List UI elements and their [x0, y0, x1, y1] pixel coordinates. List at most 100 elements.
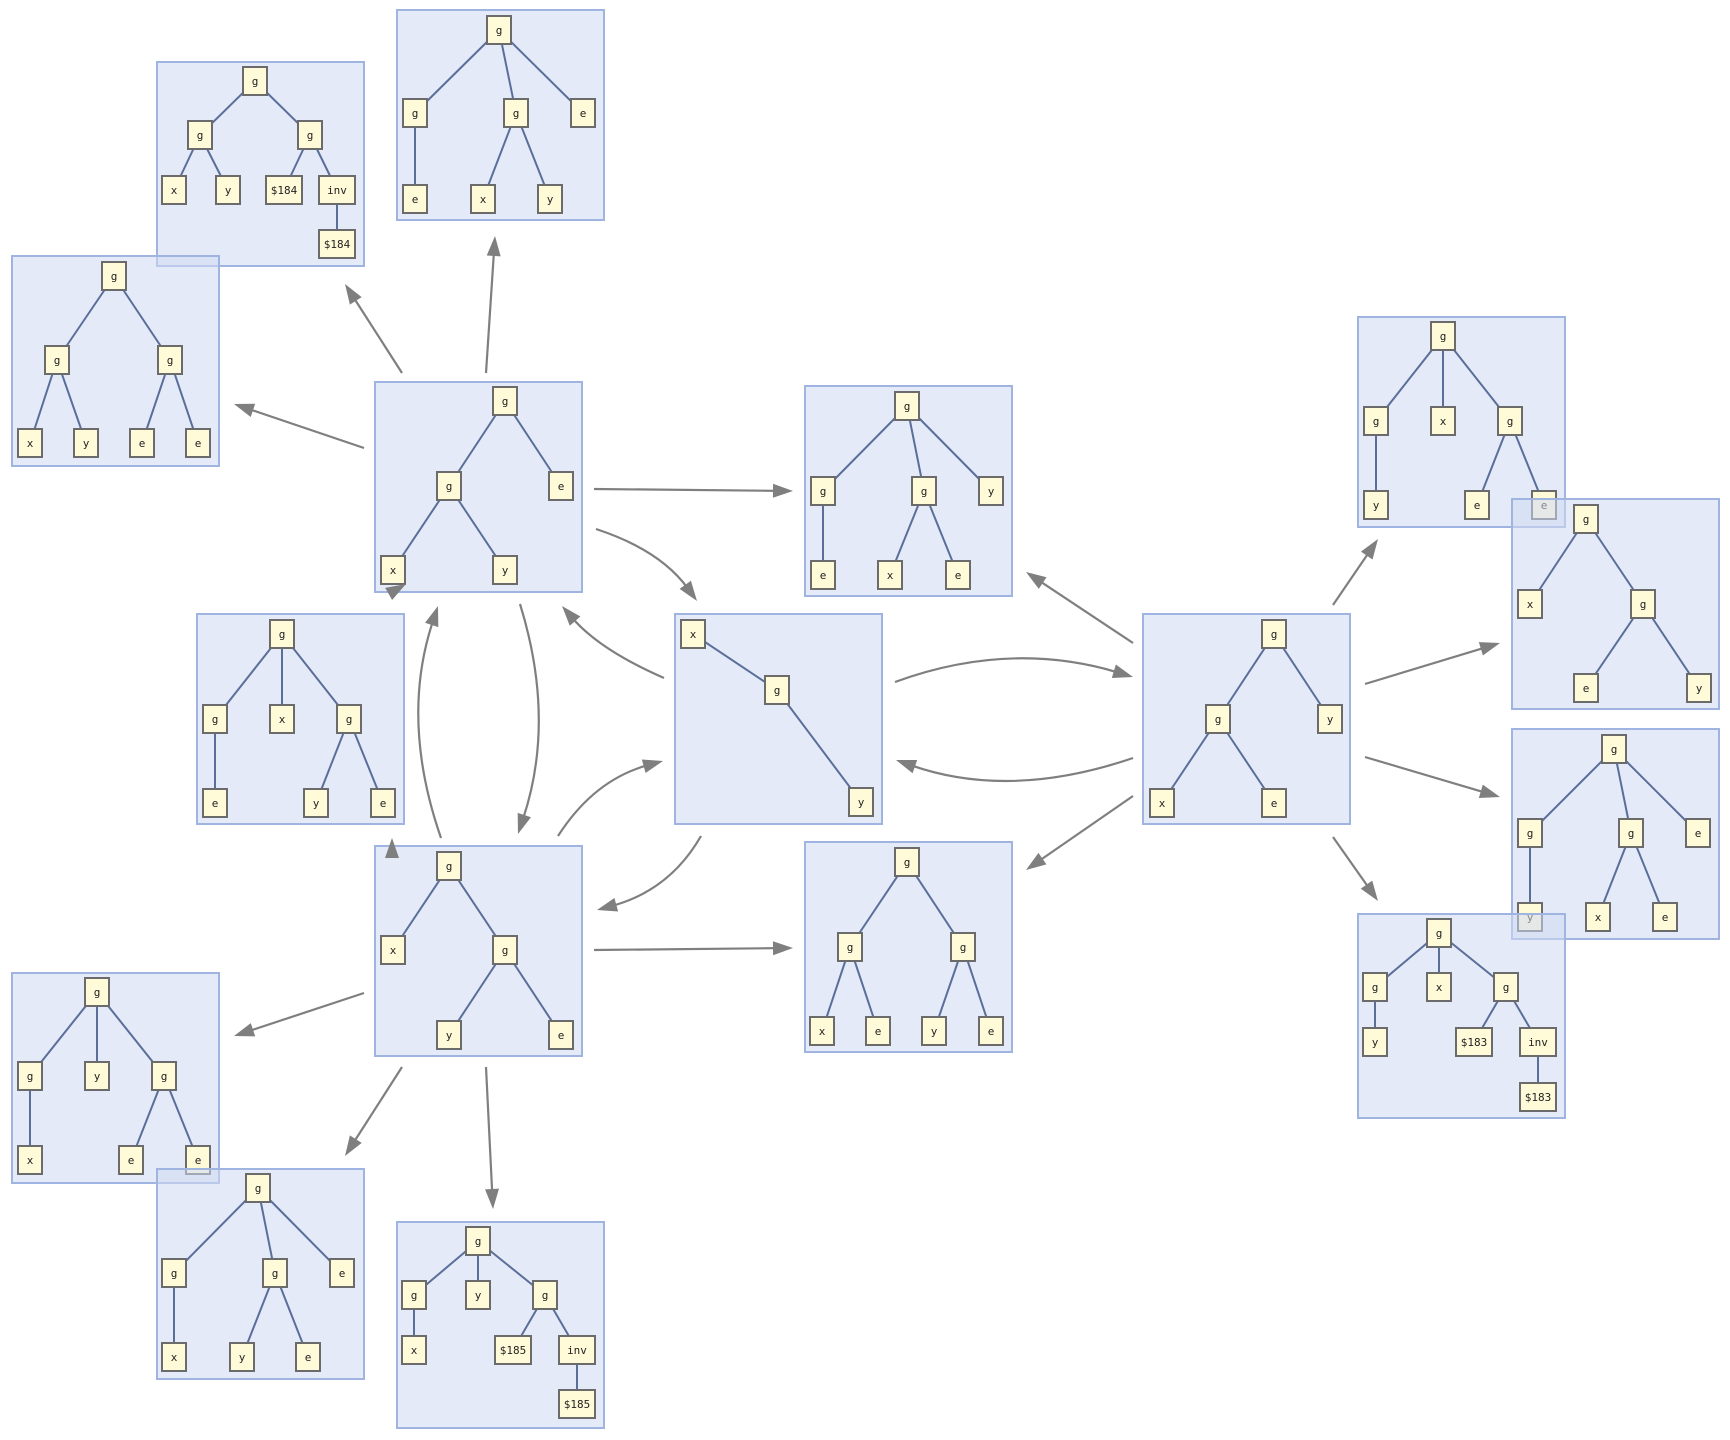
tree-node-label: inv [327, 184, 347, 197]
tree-node-label: g [412, 107, 419, 120]
arrow-shaft [352, 1066, 403, 1144]
tree-node: e [810, 560, 836, 590]
tree-node-box [810, 560, 836, 590]
transition-arrow-P_cen-to-P_top [562, 606, 665, 680]
tree-node: g [401, 1280, 427, 1310]
tree-node: $185 [494, 1335, 532, 1365]
tree-node-label: y [1372, 1036, 1379, 1049]
tree-node-box [185, 428, 211, 458]
tree-node-box [764, 675, 790, 705]
arrow-shaft [248, 408, 365, 450]
arrow-head [425, 606, 439, 628]
tree-node-label: g [1583, 513, 1590, 526]
tree-node-label: x [1595, 911, 1602, 924]
tree-node-label: g [411, 1289, 418, 1302]
tree-node-box [1685, 818, 1711, 848]
tree-node-box [877, 560, 903, 590]
tree-node-label: g [1440, 330, 1447, 343]
tree-node-box [380, 935, 406, 965]
tree-node-label: g [1527, 827, 1534, 840]
tree-node-label: y [547, 193, 554, 206]
transition-arrow-P_rc-to-P_mb [1026, 795, 1134, 870]
tree-node: x [380, 935, 406, 965]
tree-node: y [1686, 673, 1712, 703]
arrow-shaft [910, 756, 1134, 783]
tree-node-label: e [955, 569, 962, 582]
tree-node-box [1519, 1082, 1557, 1112]
tree-node-box [978, 1016, 1004, 1046]
tree-edge [1613, 748, 1699, 834]
tree-node-box [1149, 788, 1175, 818]
tree-node: g [486, 15, 512, 45]
tree-node-label: e [1474, 499, 1481, 512]
arrow-shaft [248, 991, 365, 1033]
tree-node-label: y [1373, 499, 1380, 512]
tree-node-box [44, 345, 70, 375]
tree-node-box [894, 391, 920, 421]
tree-node: y [848, 787, 874, 817]
tree-node-label: $185 [500, 1344, 527, 1357]
tree-node-box [465, 1280, 491, 1310]
tree-node-label: g [1503, 981, 1510, 994]
tree-node: x [877, 560, 903, 590]
tree-node: x [1430, 406, 1456, 436]
tree-node-box [1430, 321, 1456, 351]
tree-node-label: y [1696, 682, 1703, 695]
tree-node: g [1363, 406, 1389, 436]
transition-arrows [234, 236, 1500, 1209]
tree-node-box [329, 1258, 355, 1288]
tree-node-label: g [847, 941, 854, 954]
tree-node-box [1205, 704, 1231, 734]
tree-node-box [470, 184, 496, 214]
arrow-head [1026, 852, 1047, 870]
tree-node: g [764, 675, 790, 705]
tree-node: g [262, 1258, 288, 1288]
tree-node-box [1426, 972, 1452, 1002]
tree-node-label: g [94, 986, 101, 999]
tree-node: e [548, 471, 574, 501]
tree-node: y [84, 1061, 110, 1091]
arrow-head [1360, 539, 1378, 560]
tree-node: g [1601, 734, 1627, 764]
tree-node-label: inv [1528, 1036, 1548, 1049]
tree-node: g [1362, 972, 1388, 1002]
tree-node-label: x [1527, 598, 1534, 611]
arrow-head [1360, 880, 1378, 901]
tree-node-box [161, 1342, 187, 1372]
arrow-shaft [612, 835, 702, 907]
tree-node-label: e [195, 1154, 202, 1167]
tree-node: y [465, 1280, 491, 1310]
tree-node: y [1363, 490, 1389, 520]
tree-node-box [1493, 972, 1519, 1002]
tree-node: g [1618, 818, 1644, 848]
tree-node-label: g [255, 1182, 262, 1195]
tree-edge [776, 689, 862, 803]
tree-node-box [837, 932, 863, 962]
arrow-shaft [484, 1066, 494, 1194]
arrow-head [1111, 664, 1133, 678]
arrow-head [679, 580, 697, 601]
tree-node-label: g [774, 684, 781, 697]
tree-node-label: x [690, 628, 697, 641]
tree-node-label: y [83, 437, 90, 450]
tree-node: e [865, 1016, 891, 1046]
tree-node: $184 [318, 229, 356, 259]
tree-node: e [1573, 673, 1599, 703]
tree-node-label: e [195, 437, 202, 450]
tree-node-box [297, 120, 323, 150]
tree-node-label: g [502, 944, 509, 957]
tree-node: g [436, 851, 462, 881]
tree-node-box [336, 704, 362, 734]
arrow-head [562, 606, 581, 626]
tree-node-box [486, 15, 512, 45]
transition-arrow-P_top-to-P_bot [517, 603, 540, 834]
tree-node-box [1363, 406, 1389, 436]
tree-node-box [537, 184, 563, 214]
tree-node: y [436, 1020, 462, 1050]
transition-arrow-P_rc-to-P_rc2 [1364, 755, 1500, 799]
tree-node: $183 [1455, 1027, 1493, 1057]
tree-node: g [503, 98, 529, 128]
tree-node: g [810, 476, 836, 506]
